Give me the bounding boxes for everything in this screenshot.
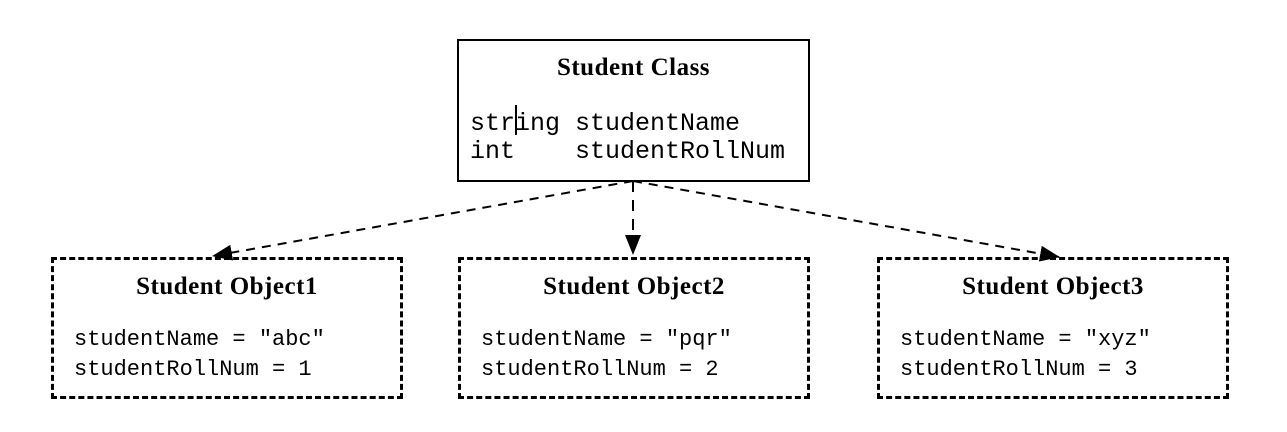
arrow-to-object1 [212,180,634,261]
student-object2-box: Student Object2 studentName = "pqr" stud… [458,257,810,399]
object2-title: Student Object2 [543,273,725,300]
object3-name-line: studentName = "xyz" [900,327,1151,352]
object3-title: Student Object3 [962,273,1144,300]
object2-values: studentName = "pqr" studentRollNum = 2 [461,325,807,385]
field-int-line: int studentRollNum [470,137,786,166]
class-fields: string studentName int studentRollNum [459,105,808,166]
arrow-to-object3 [632,180,1060,262]
object1-values: studentName = "abc" studentRollNum = 1 [54,325,400,385]
field-string-after-caret: ing studentName [515,109,741,138]
object1-title: Student Object1 [136,273,318,300]
student-class-box: Student Class string studentName int stu… [457,39,810,182]
object1-name-line: studentName = "abc" [74,327,325,352]
text-caret [515,105,518,135]
student-object3-box: Student Object3 studentName = "xyz" stud… [877,257,1229,399]
object1-rollnum-line: studentRollNum = 1 [74,357,312,382]
object2-name-line: studentName = "pqr" [481,327,732,352]
field-string-before-caret: str [470,109,516,138]
class-box-title: Student Class [556,54,711,81]
object3-values: studentName = "xyz" studentRollNum = 3 [880,325,1226,385]
object3-rollnum-line: studentRollNum = 3 [900,357,1138,382]
student-object1-box: Student Object1 studentName = "abc" stud… [51,257,403,399]
object2-rollnum-line: studentRollNum = 2 [481,357,719,382]
